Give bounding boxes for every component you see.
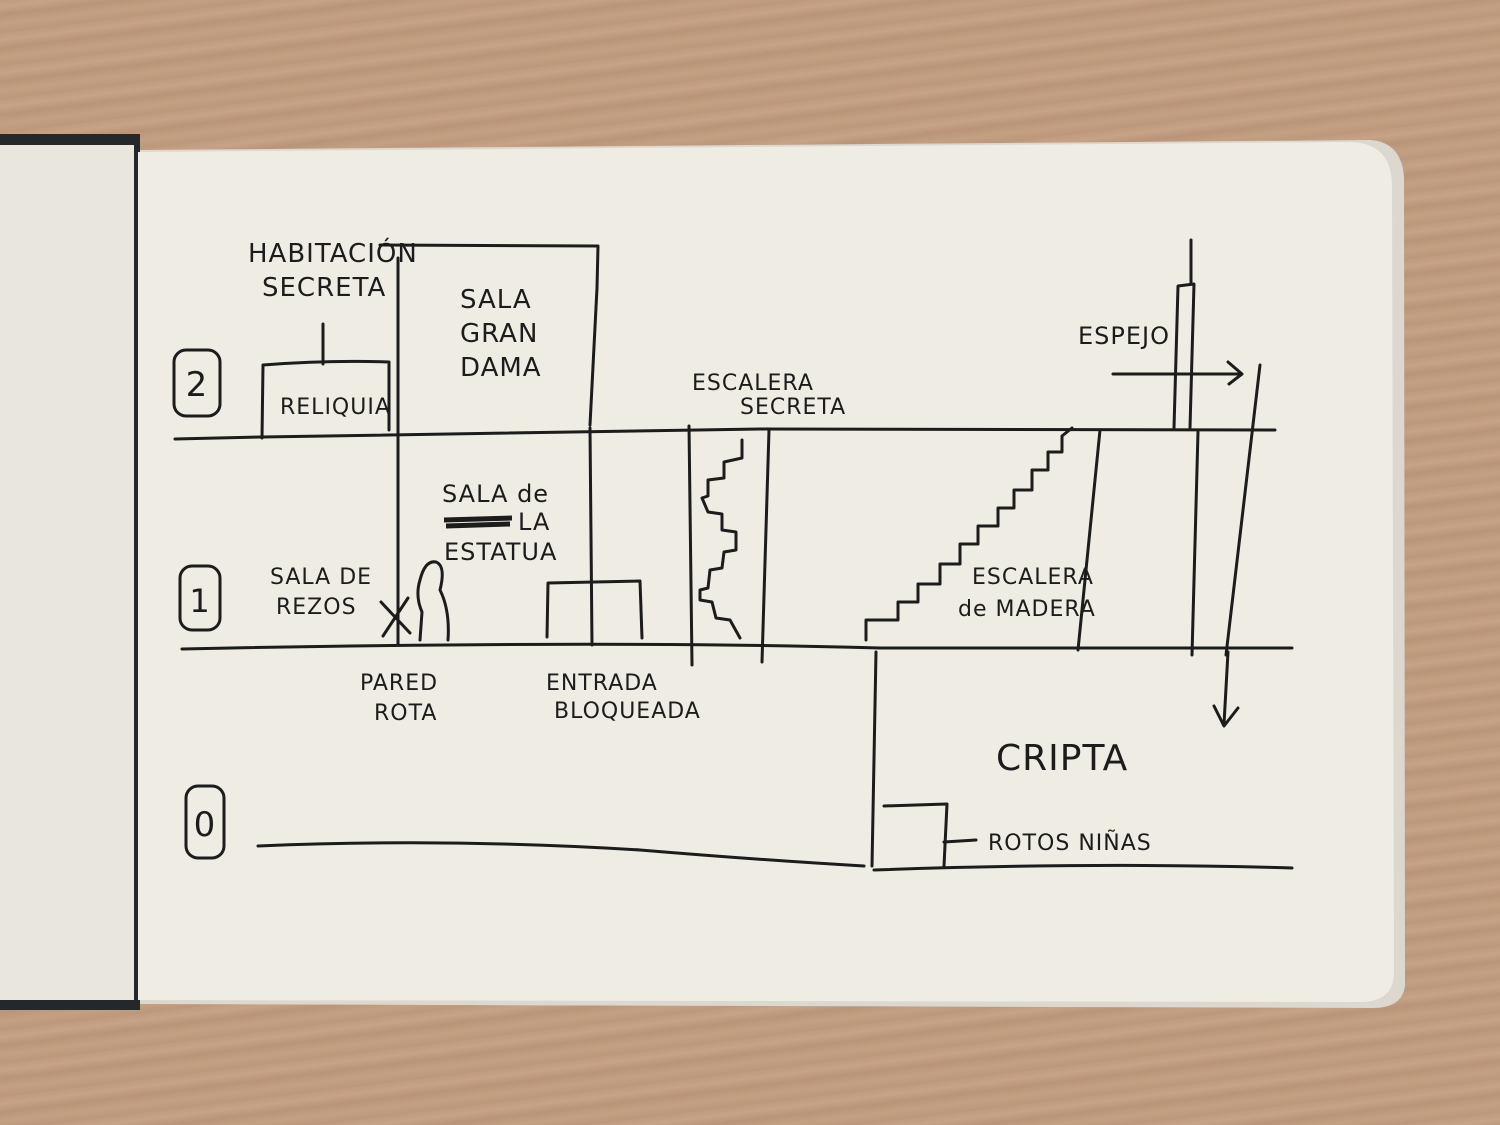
descend-arrow xyxy=(1212,650,1240,728)
drawing-lines xyxy=(172,238,1294,872)
floor-label-1: 1 xyxy=(189,582,210,620)
floor-label-0: 0 xyxy=(194,805,217,845)
rotos-ninas-label: ROTOS NIÑAS xyxy=(988,829,1152,856)
wooden-stair-right-wall xyxy=(1076,428,1102,652)
sala-estatua-label-3: ESTATUA xyxy=(444,538,557,566)
right-shaft-wall-outer xyxy=(1224,363,1262,657)
escalera-secreta-label-2: SECRETA xyxy=(740,395,846,420)
sala-estatua-label-1: SALA de xyxy=(442,480,549,508)
escalera-madera-label-2: de MADERA xyxy=(958,597,1096,622)
pared-rota-label-1: PARED xyxy=(360,671,438,696)
secret-stair-zigzag xyxy=(698,438,744,640)
pared-rota-mark xyxy=(379,596,412,638)
escalera-secreta-label-1: ESCALERA xyxy=(692,371,814,396)
rotos-ninas-bracket xyxy=(882,802,978,868)
floor-line-1 xyxy=(180,642,1294,651)
floor-box-0 xyxy=(184,784,226,860)
pared-rota-label-2: ROTA xyxy=(374,701,437,726)
statue-room-right-wall xyxy=(588,426,594,647)
wooden-stair-steps xyxy=(864,426,1074,642)
floor-box-2 xyxy=(172,348,222,418)
sala-gran-dama-top-right xyxy=(378,243,600,427)
sala-estatua-label-2: LA xyxy=(518,508,550,536)
sala-gran-dama-label-1: SALA xyxy=(460,285,532,315)
secret-stair-right-wall xyxy=(760,428,771,664)
right-shaft-wall-inner xyxy=(1190,430,1200,657)
espejo-tower xyxy=(1172,282,1196,430)
espejo-arrow xyxy=(1111,360,1244,386)
floor-box-1 xyxy=(178,564,222,632)
reliquia-room xyxy=(260,359,391,440)
entrada-bloqueada-box xyxy=(545,579,644,640)
floor-line-0-right xyxy=(872,863,1294,872)
secret-stair-left-wall xyxy=(687,424,694,667)
left-page xyxy=(0,145,134,1000)
espejo-label: ESPEJO xyxy=(1078,322,1170,350)
sala-gran-dama-label-3: DAMA xyxy=(460,353,542,383)
statue-figure xyxy=(416,560,450,642)
habitacion-secreta-label-2: SECRETA xyxy=(262,273,386,303)
sala-rezos-label-2: REZOS xyxy=(276,595,357,620)
sala-rezos-label-1: SALA DE xyxy=(270,565,372,590)
cripta-label: CRIPTA xyxy=(996,738,1128,779)
entrada-bloqueada-label-2: BLOQUEADA xyxy=(554,699,701,724)
sala-gran-dama-label-2: GRAN xyxy=(460,319,538,349)
crossed-out-scribble xyxy=(443,515,513,529)
floor-line-0-left xyxy=(256,841,866,868)
cripta-left-wall xyxy=(870,650,878,868)
floor-label-2: 2 xyxy=(186,365,209,405)
habitacion-secreta-label-1: HABITACIÓN xyxy=(248,237,418,269)
entrada-bloqueada-label-1: ENTRADA xyxy=(546,671,658,696)
escalera-madera-label-1: ESCALERA xyxy=(972,565,1094,590)
floor-line-2 xyxy=(173,427,1277,441)
reliquia-label: RELIQUIA xyxy=(280,395,391,420)
